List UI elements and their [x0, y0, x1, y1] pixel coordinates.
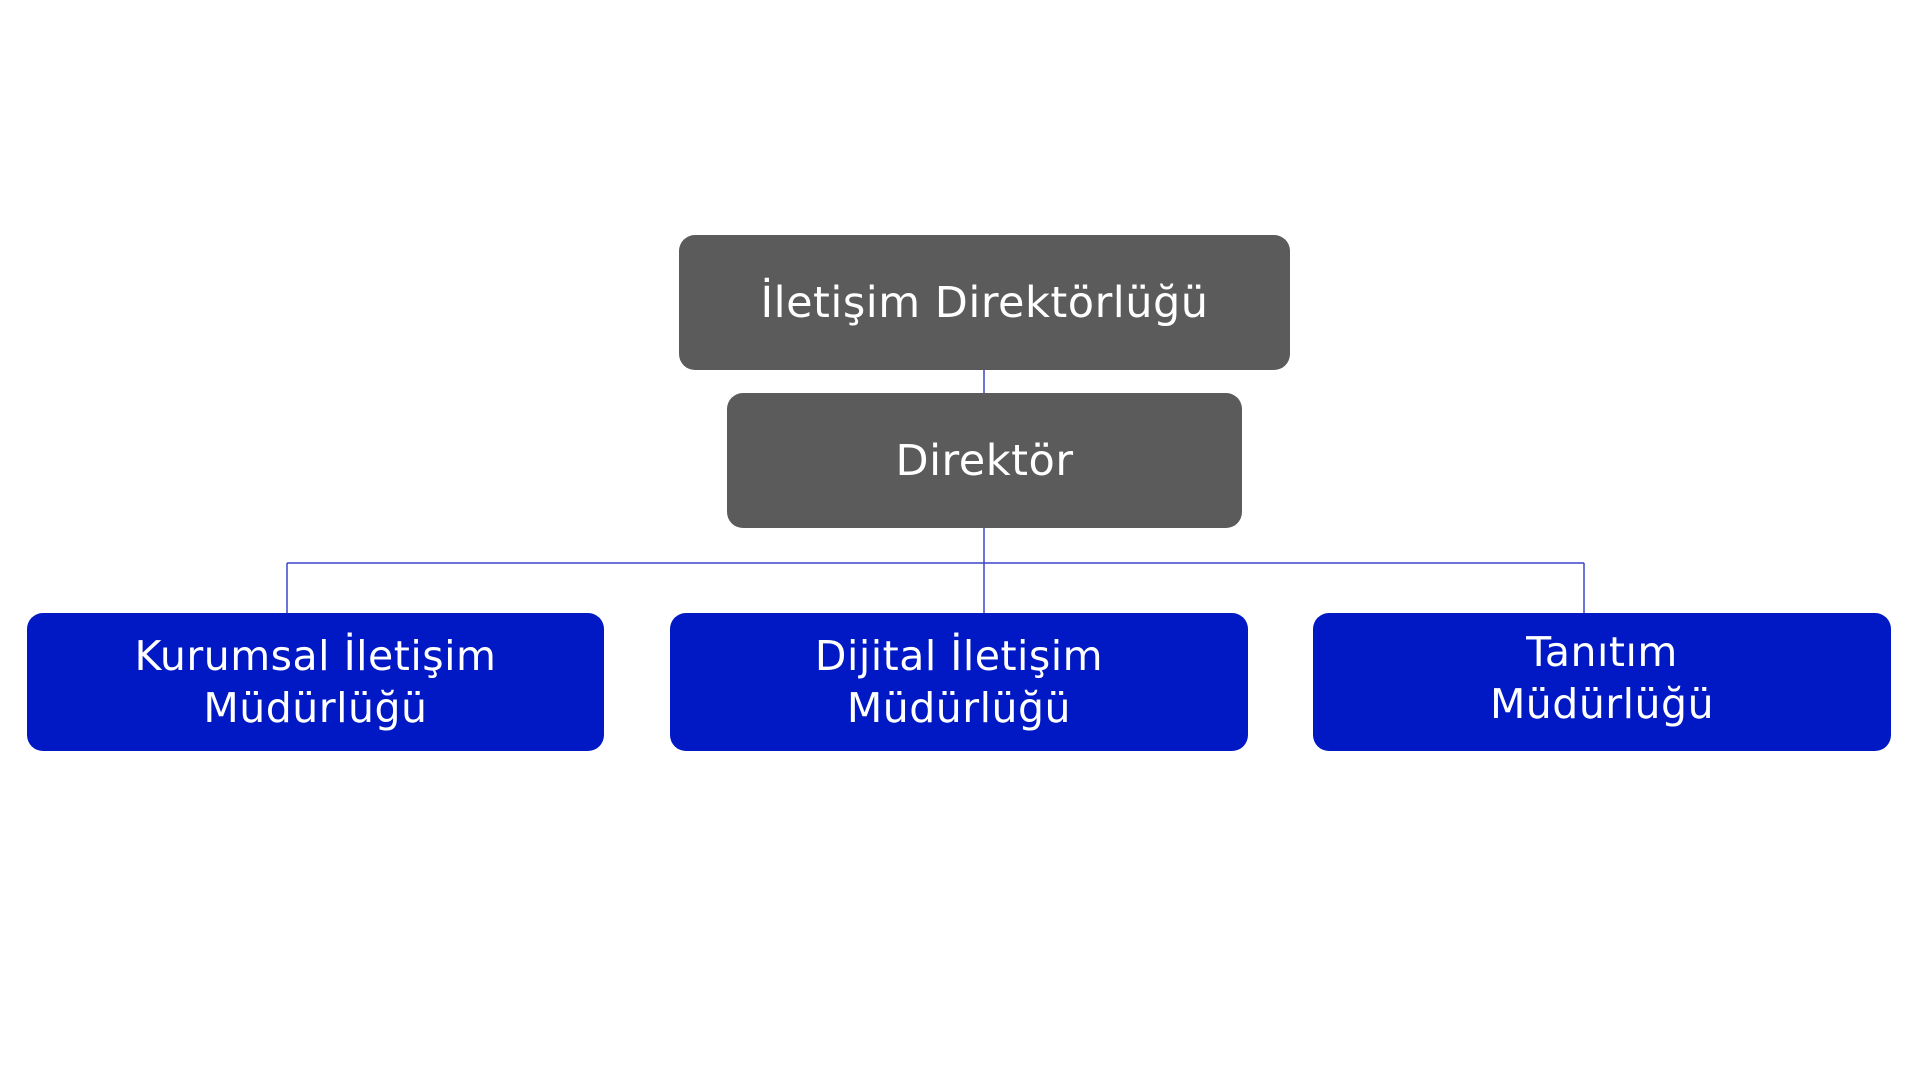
unit-node-corporate: Kurumsal İletişim Müdürlüğü	[27, 613, 604, 751]
head-node: Direktör	[727, 393, 1242, 528]
unit-node-promotion: Tanıtım Müdürlüğü	[1313, 613, 1891, 751]
unit-node-digital: Dijital İletişim Müdürlüğü	[670, 613, 1248, 751]
unit-node-promotion-label: Tanıtım Müdürlüğü	[1489, 628, 1715, 728]
root-node-label: İletişim Direktörlüğü	[760, 277, 1209, 328]
unit-node-digital-label: Dijital İletişim Müdürlüğü	[814, 632, 1104, 732]
head-node-label: Direktör	[895, 435, 1074, 486]
unit-node-corporate-label: Kurumsal İletişim Müdürlüğü	[134, 632, 497, 732]
root-node: İletişim Direktörlüğü	[679, 235, 1290, 370]
